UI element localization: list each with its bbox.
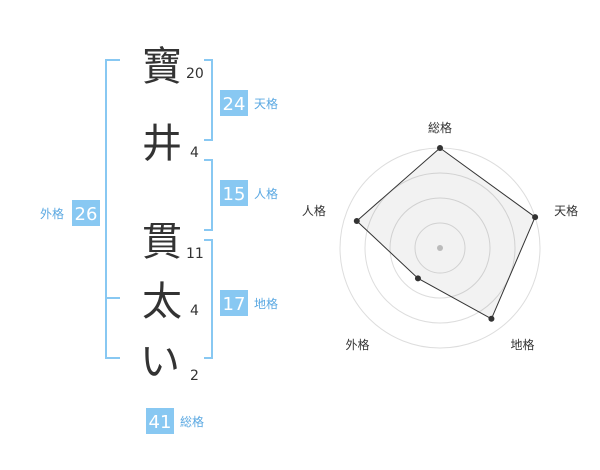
stroke-count-2: 4 bbox=[190, 145, 199, 161]
tenkaku-label: 天格 bbox=[254, 96, 278, 111]
soukaku-label: 総格 bbox=[180, 414, 204, 429]
tenkaku-badge-box bbox=[220, 90, 248, 116]
gaikaku-value: 26 bbox=[75, 204, 98, 225]
stroke-count-1: 20 bbox=[186, 66, 204, 82]
tenkaku-badge: 24 天格 bbox=[220, 90, 278, 116]
radar-points bbox=[353, 145, 539, 322]
name-characters: 寶 20 井 4 貫 11 太 4 い 2 bbox=[140, 44, 204, 385]
jinkaku-value: 15 bbox=[223, 184, 246, 205]
chikaku-badge: 17 地格 bbox=[220, 290, 278, 316]
stroke-count-4: 4 bbox=[190, 303, 199, 319]
radar-ring-1 bbox=[414, 222, 466, 274]
soukaku-value: 41 bbox=[149, 412, 172, 433]
name-char-1: 寶 bbox=[142, 44, 182, 90]
jinkaku-badge: 15 人格 bbox=[220, 180, 278, 206]
jinkaku-bracket bbox=[204, 159, 213, 231]
stroke-count-5: 2 bbox=[190, 368, 199, 384]
gaikaku-badge-box bbox=[72, 200, 100, 226]
name-char-2: 井 bbox=[142, 121, 182, 167]
name-char-4: 太 bbox=[142, 279, 182, 325]
name-char-3: 貫 bbox=[142, 219, 182, 265]
radar-axis-label-4: 外格 bbox=[345, 337, 369, 352]
radar-center-dot bbox=[437, 245, 443, 251]
soukaku-badge: 41 総格 bbox=[146, 408, 204, 434]
name-char-5: い bbox=[140, 339, 180, 385]
gaikaku-label: 外格 bbox=[40, 206, 64, 221]
radar-polygon bbox=[356, 147, 536, 320]
radar-ring-3 bbox=[364, 172, 516, 324]
brackets bbox=[105, 59, 213, 359]
tenkaku-value: 24 bbox=[223, 94, 246, 115]
radar-axis-label-1: 総格 bbox=[428, 120, 452, 135]
tenkaku-bracket bbox=[204, 59, 213, 141]
gaikaku-bracket bbox=[105, 59, 120, 359]
chikaku-label: 地格 bbox=[254, 296, 278, 311]
radar-axis-label-2: 天格 bbox=[554, 203, 578, 218]
radar-point-5 bbox=[353, 217, 360, 224]
radar-point-2 bbox=[532, 214, 539, 221]
jinkaku-label: 人格 bbox=[254, 186, 278, 201]
chikaku-bracket bbox=[204, 239, 213, 359]
chikaku-value: 17 bbox=[223, 294, 246, 315]
radar-axis-label-5: 人格 bbox=[302, 203, 326, 218]
radar-axis-label-3: 地格 bbox=[511, 337, 535, 352]
radar-ring-2 bbox=[389, 197, 491, 299]
soukaku-badge-box bbox=[146, 408, 174, 434]
gaikaku-badge: 外格 26 bbox=[40, 200, 100, 226]
radar-point-4 bbox=[414, 275, 421, 282]
stroke-count-3: 11 bbox=[186, 246, 204, 262]
radar-point-3 bbox=[488, 315, 495, 322]
jinkaku-badge-box bbox=[220, 180, 248, 206]
radar-point-1 bbox=[437, 145, 443, 151]
chikaku-badge-box bbox=[220, 290, 248, 316]
